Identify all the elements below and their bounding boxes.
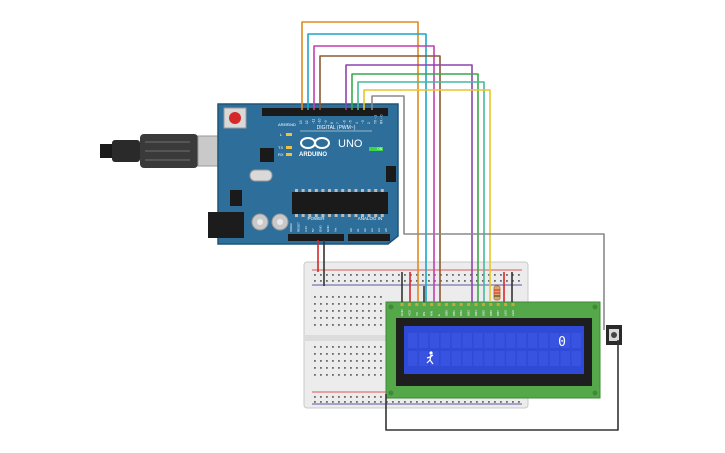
- lcd-pin-label: E: [437, 314, 441, 316]
- breadboard-holes: [314, 274, 520, 403]
- lcd-pin-label: LED: [504, 309, 508, 316]
- wire-cyan[interactable]: [307, 33, 427, 302]
- digital-pin-label: 8: [330, 122, 334, 124]
- lcd-pin-label: DB5: [481, 310, 485, 316]
- arduino-logo: ARDUINO: [299, 137, 330, 158]
- digital-pin-label: ~3: [361, 120, 365, 124]
- model-label: UNO: [338, 138, 363, 150]
- led-l-label: L: [280, 132, 283, 137]
- resistor-icon[interactable]: [493, 285, 501, 301]
- dc-jack: [208, 212, 244, 238]
- digital-pin-label: ~5: [349, 120, 353, 124]
- usb-chip: [260, 148, 274, 162]
- analog-pin-label: A5: [384, 228, 388, 232]
- lcd-pin-label: DB4: [474, 310, 478, 316]
- power-header: [288, 234, 344, 241]
- voltage-regulator: [230, 190, 242, 206]
- analog-pin-label: A3: [370, 228, 374, 232]
- lcd-score: 0: [558, 335, 566, 350]
- analog-pin-label: A4: [377, 228, 381, 232]
- digital-header: [262, 108, 388, 116]
- digital-pin-label: 2: [367, 122, 371, 124]
- wire-teal[interactable]: [357, 81, 485, 302]
- wires[interactable]: [301, 21, 619, 431]
- lcd-pin-label: DB6: [489, 310, 493, 316]
- brand-label: ARDUINO: [299, 152, 327, 158]
- power-pin-label: 5V: [311, 228, 315, 232]
- lcd-pin-label: DB7: [496, 310, 500, 316]
- lcd-pin-label: DB1: [452, 310, 456, 316]
- aref-label: AREF: [278, 122, 289, 127]
- on-led: [369, 147, 383, 151]
- wire-purple[interactable]: [345, 64, 473, 302]
- digital-pin-label: 12: [305, 120, 309, 124]
- digital-pin-label: TX→1: [373, 115, 377, 124]
- led-tx: [286, 146, 292, 149]
- on-label: ON: [377, 147, 383, 151]
- wire-magenta[interactable]: [313, 45, 435, 302]
- reset-button-icon[interactable]: [223, 107, 247, 129]
- lcd-pin-label: DB2: [459, 310, 463, 316]
- wire-black[interactable]: [385, 340, 619, 431]
- analog-header: [348, 234, 390, 241]
- power-label: POWER: [307, 216, 325, 221]
- lcd-pin-label: RS: [422, 312, 426, 316]
- digital-pin-label: 4: [355, 122, 359, 124]
- led-rx-label: RX: [278, 152, 284, 157]
- power-pin-label: Vin: [333, 227, 337, 232]
- power-pin-label: GND: [326, 225, 330, 233]
- analog-pin-label: A1: [356, 228, 360, 232]
- led-rx: [286, 153, 292, 156]
- digital-pin-label: ~11: [311, 119, 315, 124]
- led-tx-label: TX: [278, 145, 283, 150]
- power-pin-label: GND: [319, 225, 323, 233]
- lcd-cells: [408, 333, 581, 366]
- digital-header-label: DIGITAL (PWM~): [317, 125, 356, 131]
- runner-character-icon: [426, 351, 434, 365]
- lcd-pin-label: DB0: [444, 310, 448, 316]
- analog-label: ANALOG IN: [358, 216, 383, 221]
- digital-pin-label: 7: [336, 122, 340, 124]
- led-l: [286, 133, 292, 136]
- lcd-pin-label: RW: [430, 311, 434, 316]
- wire-yellow[interactable]: [363, 89, 491, 302]
- digital-pin-label: ~10: [318, 118, 322, 124]
- atmega-chip: [292, 192, 388, 214]
- digital-pin-label: 13: [299, 120, 303, 124]
- push-button-icon[interactable]: [606, 325, 622, 345]
- wire-gray[interactable]: [371, 95, 605, 330]
- gnd-label: GND: [287, 122, 296, 127]
- lcd-pin-label: LED: [511, 309, 515, 316]
- icsp-header: [386, 166, 396, 182]
- digital-pin-label: ~6: [342, 120, 346, 124]
- power-pin-label: RESET: [296, 222, 300, 232]
- wire-green[interactable]: [351, 73, 479, 302]
- lcd-pin-label: V0: [415, 312, 419, 316]
- power-pin-label: IOREF: [289, 223, 293, 232]
- digital-pin-label: RX←0: [380, 114, 384, 124]
- chip-pins: [295, 189, 384, 217]
- lcd-pin-label: DB3: [467, 310, 471, 316]
- wire-brown[interactable]: [319, 55, 441, 302]
- wire-orange[interactable]: [301, 21, 419, 302]
- crystal: [249, 169, 273, 182]
- lcd-pin-label: VCC: [407, 309, 411, 316]
- analog-pin-label: A2: [363, 228, 367, 232]
- lcd-pin-label: GND: [400, 309, 404, 317]
- analog-pin-label: A0: [349, 228, 353, 232]
- digital-pin-label: ~9: [324, 120, 328, 124]
- power-pin-label: 3.3V: [304, 226, 308, 232]
